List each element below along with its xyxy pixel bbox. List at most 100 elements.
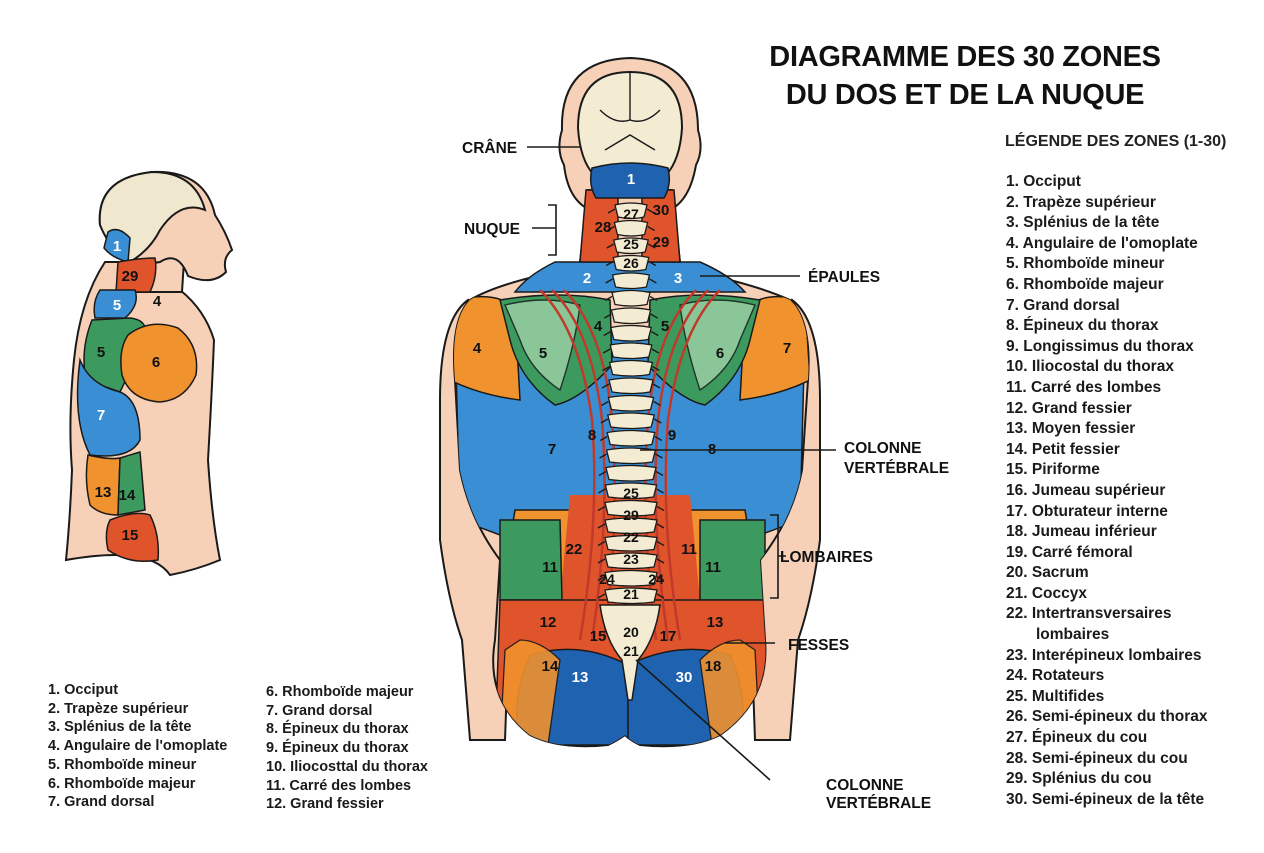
legend-title: LÉGENDE DES ZONES (1-30) (1005, 133, 1227, 150)
vertebra (609, 342, 653, 360)
skull (576, 70, 684, 176)
legend-item: 10. Iliocostal du thorax (1006, 358, 1174, 376)
vertebra-process (602, 365, 660, 372)
legend-item: 5. Rhomboïde mineur (1006, 255, 1165, 273)
legend-item: 11. Carré des lombes (1006, 378, 1162, 396)
legend-item: 7. Grand dorsal (266, 702, 373, 719)
legend-item: 11. Carré des lombes (266, 777, 412, 794)
side-figure: 1 29 5 4 5 6 7 13 14 15 (64, 170, 234, 577)
callout-vertebrale-bottom: VERTÉBRALE (826, 795, 931, 812)
label-vert-27: 27 (623, 206, 639, 222)
legend-item: 21. Coccyx (1006, 584, 1087, 602)
vertebra-process (603, 330, 659, 337)
zone-1-occiput (589, 162, 671, 199)
label-zone-1: 1 (627, 171, 635, 188)
side-zone-13 (85, 454, 121, 516)
legend-item: 25. Multifides (1006, 687, 1105, 705)
legend-item: 12. Grand fessier (1006, 399, 1132, 417)
legend-item: 13. Moyen fessier (1006, 420, 1136, 438)
callout-colonne-top: COLONNE (844, 440, 922, 457)
vertebra-process (597, 593, 665, 599)
vertebra-process (607, 208, 655, 214)
side-zone-7 (76, 357, 141, 457)
zone-7-right-shoulder (739, 295, 809, 401)
label-zone-18: 18 (705, 658, 722, 675)
vertebra (613, 237, 649, 255)
label-zone-12: 12 (540, 614, 557, 631)
vertebra (604, 552, 658, 570)
vertebra (606, 429, 656, 447)
vertebra (610, 307, 652, 325)
label-zone-8-left: 8 (588, 427, 596, 444)
label-zone-7-right: 7 (783, 340, 791, 357)
legend-item: 7. Grand dorsal (1006, 296, 1120, 314)
vertebra-process (597, 523, 665, 529)
spine (597, 202, 665, 605)
label-zone-4-center: 4 (594, 318, 603, 335)
label-zone-4-left: 4 (473, 340, 482, 357)
legend-item: 15. Piriforme (1006, 461, 1100, 479)
vertebra (605, 464, 657, 482)
legend-item: 2. Trapèze supérieur (1006, 193, 1156, 211)
vertebra-process (598, 470, 664, 477)
vertebra (606, 412, 656, 430)
side-label-5b: 5 (97, 344, 105, 361)
label-zone-30-glute: 30 (676, 669, 693, 686)
label-vert-24-right: 24 (648, 571, 664, 587)
zone-30-29-neck (641, 189, 681, 263)
label-vert-29: 29 (623, 507, 639, 523)
title-line-2: DU DOS ET DE LA NUQUE (785, 79, 1145, 111)
vertebra (608, 377, 654, 395)
label-vert-23: 23 (623, 551, 639, 567)
vertebra (604, 482, 658, 500)
legend-item: 6. Rhomboïde majeur (266, 684, 414, 700)
label-vert-25b: 25 (623, 485, 639, 501)
label-vert-22: 22 (623, 529, 639, 545)
callout-epaules: ÉPAULES (808, 269, 880, 286)
label-zone-5-right: 5 (661, 318, 669, 335)
left-scapula (504, 299, 581, 392)
zone-4-left-shoulder (454, 295, 521, 401)
legend-item: 4. Angulaire de l'omoplate (48, 738, 228, 755)
legend-item: 12. Grand fessier (266, 796, 384, 813)
side-label-15: 15 (122, 527, 139, 544)
title-line-1: DIAGRAMME DES 30 ZONES (769, 41, 1161, 73)
vertebra (614, 202, 648, 220)
side-label-7: 7 (97, 407, 105, 424)
erector-lines (539, 289, 721, 641)
label-zone-7: 7 (548, 441, 556, 458)
side-label-29: 29 (122, 268, 139, 285)
legend-item: 7. Grand dorsal (48, 794, 155, 811)
side-label-14: 14 (119, 487, 136, 504)
label-zone-6: 6 (716, 345, 724, 362)
callout-vertebrale-top: VERTÉBRALE (844, 460, 949, 477)
side-zone-15 (105, 512, 160, 562)
label-zone-14: 14 (542, 658, 559, 675)
legend-item: 9. Épineux du thorax (266, 740, 409, 757)
callout-lombaires: LOMBAIRES (780, 549, 873, 566)
vertebra-process (607, 225, 655, 232)
bottom-legend-col-2: 6. Rhomboïde majeur 7. Grand dorsal 8. Épi… (266, 683, 428, 814)
vertebra-process (604, 313, 658, 319)
legend-item: 8. Épineux du thorax (266, 721, 409, 738)
legend-item: 3. Splénius de la tête (48, 719, 192, 736)
side-zone-6 (120, 323, 198, 403)
label-zone-15: 15 (590, 628, 607, 645)
label-vert-26: 26 (623, 255, 639, 271)
legend-item: 29. Splénius du cou (1006, 770, 1152, 788)
vertebra (604, 499, 658, 517)
vertebra-process (597, 540, 665, 547)
vertebra (604, 517, 658, 535)
vertebra (604, 587, 658, 605)
callout-crane: CRÂNE (462, 139, 517, 157)
label-zone-11-right-b: 11 (705, 559, 721, 576)
side-label-5a: 5 (113, 297, 121, 314)
skull-sutures (599, 72, 661, 151)
label-zone-22: 22 (566, 541, 583, 558)
label-zone-20: 20 (623, 624, 639, 640)
vertebra (613, 219, 649, 237)
label-zone-3: 3 (674, 270, 682, 287)
legend-item: 22. Intertransversaires (1006, 605, 1172, 623)
vertebra-process (605, 278, 657, 284)
vertebra-process (597, 505, 665, 512)
